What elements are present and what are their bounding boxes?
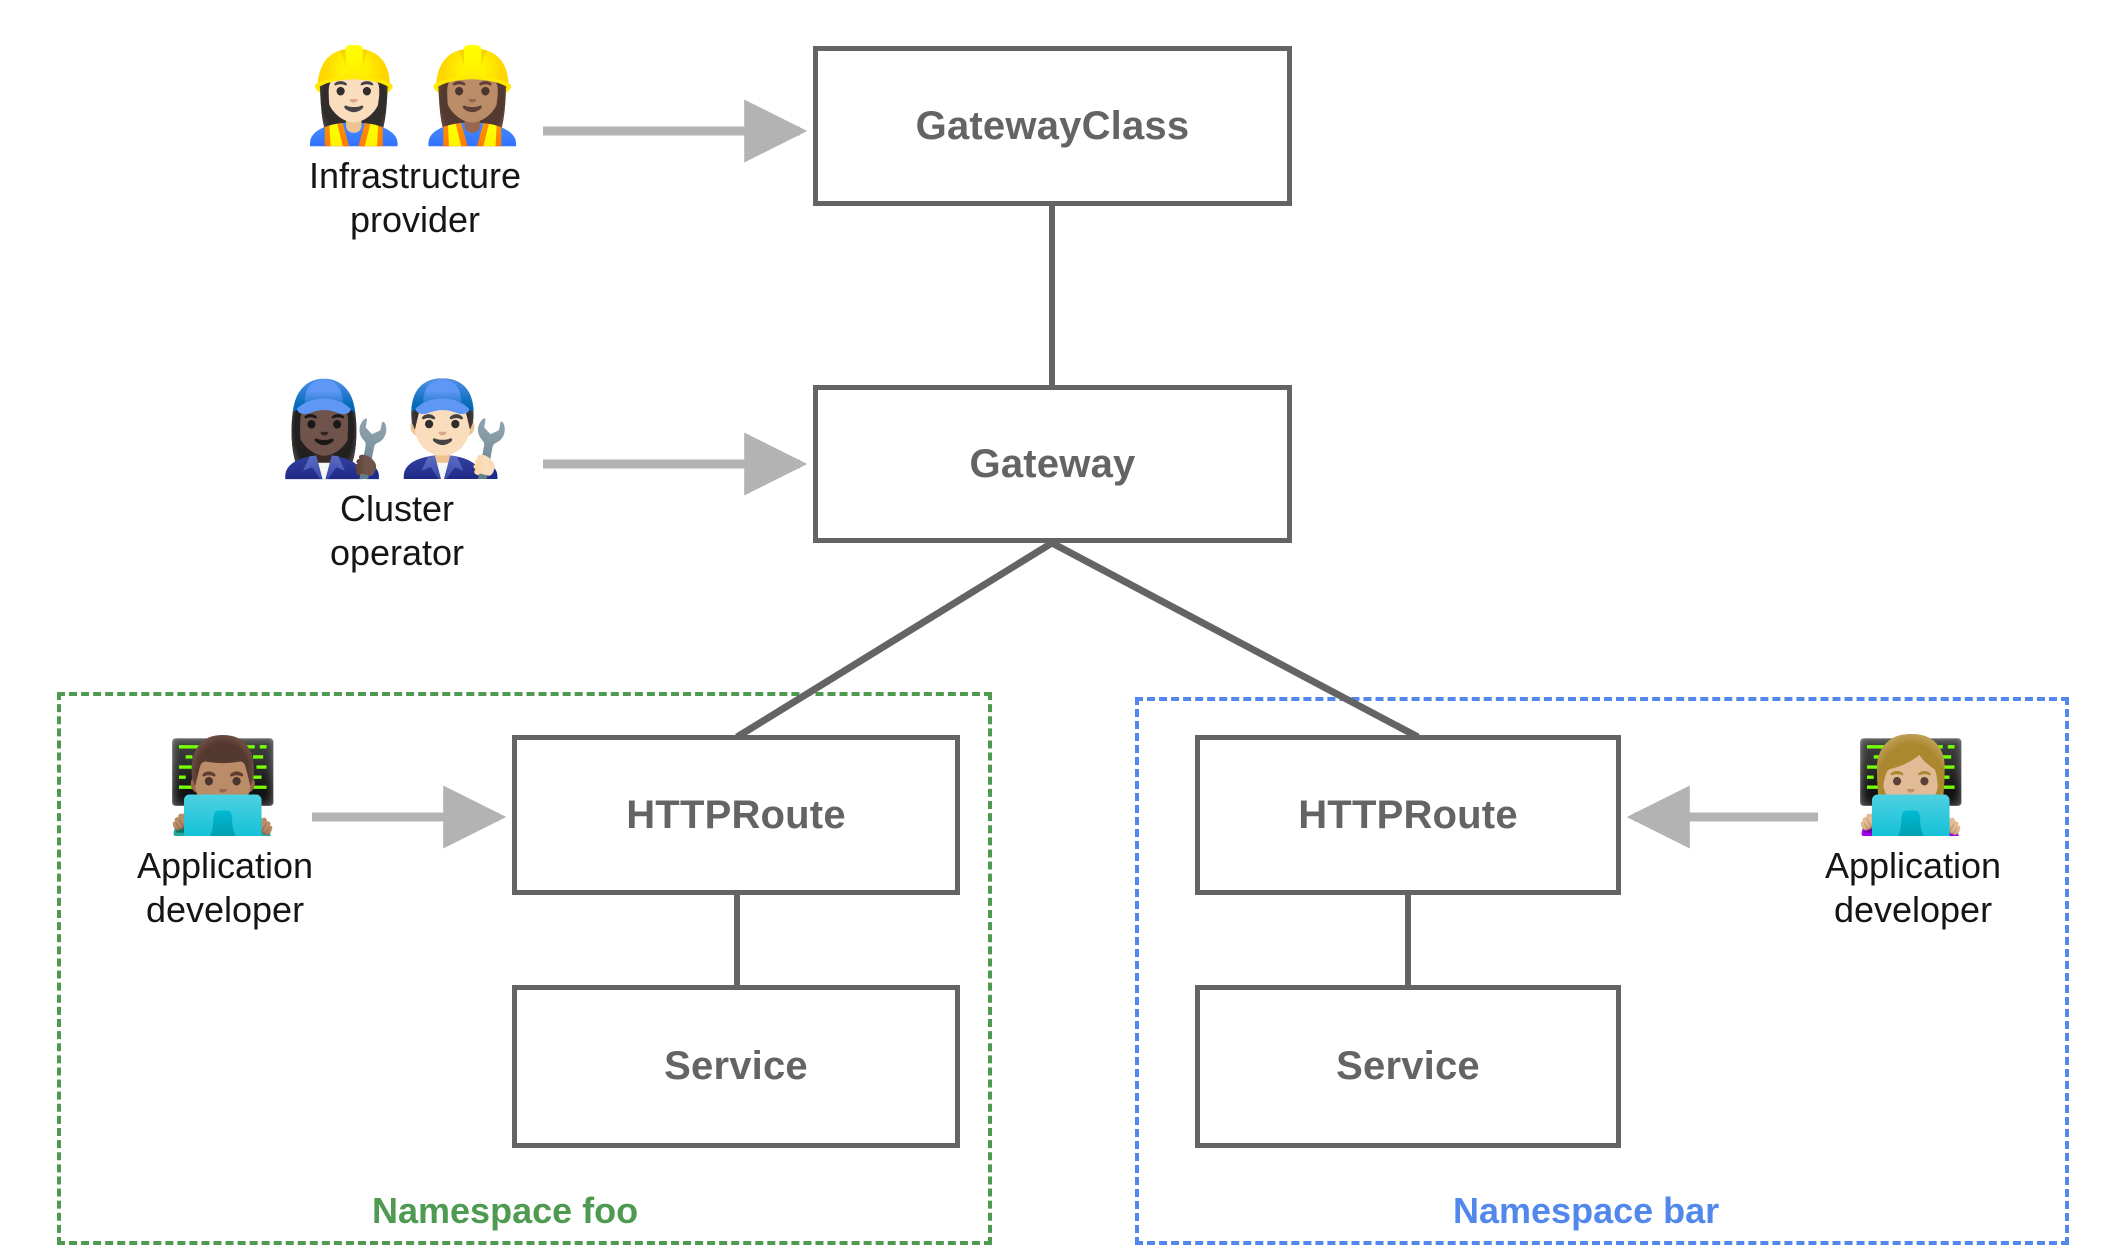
actor-caption-application-developer-foo: Application developer bbox=[136, 845, 314, 930]
actor-caption-cluster-operator: Cluster operator bbox=[329, 488, 465, 573]
namespace-group-bar bbox=[1135, 697, 2069, 1245]
resource-label-httproute-bar: HTTPRoute bbox=[1298, 792, 1518, 837]
man-technologist-icon: 👨🏽‍💻 bbox=[165, 732, 285, 839]
resource-box-gateway[interactable]: Gateway bbox=[813, 385, 1292, 543]
resource-label-service-foo: Service bbox=[664, 1044, 808, 1088]
woman-technologist-icon: 👩🏼‍💻 bbox=[1853, 732, 1973, 839]
actor-application-developer-bar: 👩🏼‍💻 Application developer bbox=[1798, 740, 2028, 932]
resource-label-gateway: Gateway bbox=[969, 441, 1136, 486]
resource-box-gatewayclass[interactable]: GatewayClass bbox=[813, 46, 1292, 206]
namespace-group-foo bbox=[57, 692, 992, 1245]
construction-worker-icon: 👷🏻‍♀️👷🏽‍♀️ bbox=[296, 42, 534, 149]
actor-caption-application-developer-bar: Application developer bbox=[1824, 845, 2002, 930]
resource-box-service-foo[interactable]: Service bbox=[512, 985, 960, 1148]
resource-label-service-bar: Service bbox=[1336, 1044, 1480, 1088]
namespace-label-foo: Namespace foo bbox=[362, 1190, 649, 1232]
mechanic-icon: 👩🏿‍🔧👨🏻‍🔧 bbox=[278, 375, 516, 482]
resource-box-httproute-bar[interactable]: HTTPRoute bbox=[1195, 735, 1621, 895]
resource-label-httproute-foo: HTTPRoute bbox=[626, 792, 846, 837]
resource-box-service-bar[interactable]: Service bbox=[1195, 985, 1621, 1148]
actor-infrastructure-provider: 👷🏻‍♀️👷🏽‍♀️ Infrastructure provider bbox=[290, 50, 540, 242]
actor-caption-infrastructure-provider: Infrastructure provider bbox=[308, 155, 522, 240]
resource-box-httproute-foo[interactable]: HTTPRoute bbox=[512, 735, 960, 895]
actor-application-developer-foo: 👨🏽‍💻 Application developer bbox=[110, 740, 340, 932]
resource-label-gatewayclass: GatewayClass bbox=[915, 103, 1190, 148]
actor-cluster-operator: 👩🏿‍🔧👨🏻‍🔧 Cluster operator bbox=[272, 383, 522, 575]
namespace-label-bar: Namespace bar bbox=[1443, 1190, 1730, 1232]
